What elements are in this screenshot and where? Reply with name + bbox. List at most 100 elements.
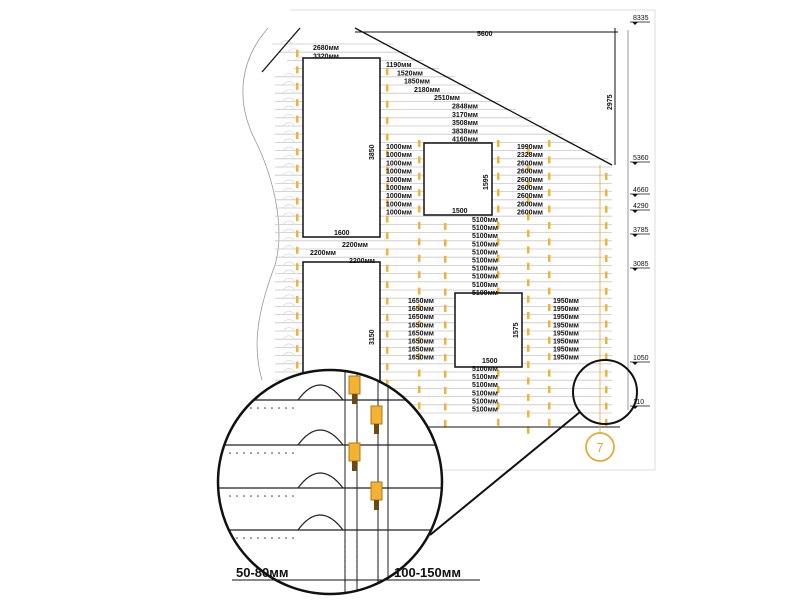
dowel xyxy=(605,369,608,377)
dowel xyxy=(386,379,389,387)
detail-dot xyxy=(292,495,294,497)
dowel xyxy=(386,346,389,354)
detail-dot xyxy=(264,407,266,409)
level-mark: 110 xyxy=(633,399,644,406)
detail-circle xyxy=(216,368,444,596)
dowel xyxy=(386,117,389,125)
detail-dot xyxy=(264,537,266,539)
window-lower xyxy=(454,292,523,368)
gable-step-label: 2848мм xyxy=(452,104,478,111)
dowel xyxy=(386,166,389,174)
dowel xyxy=(386,330,389,338)
dowel xyxy=(605,419,608,426)
detail-dot xyxy=(250,495,252,497)
dowel xyxy=(296,164,299,172)
axis-marker-label: 7 xyxy=(596,440,603,455)
dowel xyxy=(605,222,608,230)
dowel xyxy=(418,254,421,262)
lower-left-label: 1650мм xyxy=(408,306,434,313)
dowels xyxy=(296,50,608,434)
dowel xyxy=(605,353,608,361)
log-profile xyxy=(282,236,296,242)
bottom-label: 5100мм xyxy=(472,382,498,389)
detail-dot xyxy=(271,407,273,409)
gable-step-label: 3508мм xyxy=(452,120,478,127)
lower-right-label: 1950мм xyxy=(553,314,579,321)
dowel xyxy=(386,297,389,305)
detail-dot xyxy=(271,537,273,539)
dowel xyxy=(605,386,608,394)
log-profile xyxy=(282,138,296,143)
dowel xyxy=(386,363,389,371)
middle-label: 5100мм xyxy=(472,282,498,289)
dowel xyxy=(527,180,530,188)
detail-dot xyxy=(229,537,231,539)
lower-left-label: 1650мм xyxy=(408,314,434,321)
detail-dot xyxy=(243,537,245,539)
dowel xyxy=(386,199,389,207)
dowel xyxy=(418,402,421,410)
log-profile xyxy=(282,163,296,168)
log-profile xyxy=(282,81,296,86)
dowel xyxy=(418,353,421,361)
detail-dot xyxy=(229,495,231,497)
detail-source-circle xyxy=(572,359,638,425)
gable-step-label: 4160мм xyxy=(452,137,478,144)
window-upper-width: 1500 xyxy=(452,208,468,215)
middle-label: 5100мм xyxy=(472,290,498,297)
dowel xyxy=(548,369,551,377)
detail-dot xyxy=(285,495,287,497)
detail-dot xyxy=(278,495,280,497)
dowel xyxy=(386,314,389,321)
log-profile xyxy=(282,253,296,258)
detail-dowel xyxy=(370,405,383,425)
log-profile xyxy=(282,343,296,348)
upper-right-label: 1990мм xyxy=(517,144,543,151)
middle-label: 5100мм xyxy=(472,258,498,265)
dowel xyxy=(548,353,551,361)
middle-label: 5100мм xyxy=(472,249,498,256)
detail-dot xyxy=(236,495,238,497)
dowel xyxy=(296,263,299,271)
dowel xyxy=(296,132,299,139)
lower-left-label: 1650мм xyxy=(408,322,434,329)
dowel xyxy=(548,402,551,410)
upper-right-label: 2600мм xyxy=(517,160,543,167)
dowel xyxy=(296,197,299,205)
lower-left-label: 1650мм xyxy=(408,339,434,346)
dowel xyxy=(527,410,530,418)
dowel xyxy=(386,215,389,223)
dowel xyxy=(444,337,447,345)
window-lower-width: 1500 xyxy=(482,358,498,365)
level-arrow-icon xyxy=(632,234,638,237)
dowel xyxy=(605,238,608,246)
dowel xyxy=(497,172,500,180)
log-profile xyxy=(282,146,296,151)
dowel xyxy=(296,230,299,238)
dowel xyxy=(527,262,530,270)
middle-label: 5100мм xyxy=(472,241,498,248)
gable-step-label: 2180мм xyxy=(414,87,440,94)
door-upper-width: 1600 xyxy=(334,230,350,237)
upper-right-label: 2600мм xyxy=(517,169,543,176)
upper-right-label: 2600мм xyxy=(517,210,543,217)
detail-dot xyxy=(243,495,245,497)
log-profile xyxy=(282,327,296,332)
dowel xyxy=(296,296,299,303)
detail-dot xyxy=(243,452,245,454)
dowel xyxy=(497,156,500,164)
dowel xyxy=(548,189,551,197)
detail-dot xyxy=(292,452,294,454)
log-length-labels: 2680мм3320мм1190мм1520мм1850мм2180мм2510… xyxy=(313,45,579,414)
detail-dowel-pin xyxy=(374,424,379,434)
dowel xyxy=(527,246,530,254)
detail-dot xyxy=(278,407,280,409)
dowel xyxy=(548,222,551,229)
roof-line-right xyxy=(354,27,613,166)
dowel xyxy=(386,133,389,141)
lower-right-label: 1950мм xyxy=(553,330,579,337)
dowel xyxy=(548,254,551,262)
detail-dowel xyxy=(370,481,383,501)
middle-label: 5100мм xyxy=(472,225,498,232)
middle-label: 5100мм xyxy=(472,217,498,224)
